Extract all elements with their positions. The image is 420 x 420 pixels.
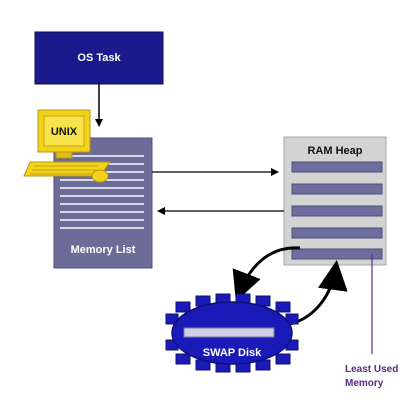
ram-slot-5 <box>291 248 383 260</box>
memory-list-label: Memory List <box>71 244 136 256</box>
os-task-box: OS Task <box>34 31 164 85</box>
swap-disk-slot <box>183 327 275 338</box>
os-task-label: OS Task <box>77 52 121 64</box>
least-used-label-line2: Memory <box>345 378 384 389</box>
ram-slot-1 <box>291 161 383 173</box>
ram-heap-box: RAM Heap <box>283 136 387 266</box>
swap-disk-label: SWAP Disk <box>203 347 262 359</box>
gear-icon: SWAP Disk <box>165 293 299 373</box>
ram-slot-4 <box>291 227 383 239</box>
ram-heap-to-swap-arrow <box>232 246 301 302</box>
ram-slot-3 <box>291 205 383 217</box>
computer-icon: UNIX <box>23 109 111 183</box>
least-used-label-line1: Least Used <box>345 364 398 375</box>
ram-slot-2 <box>291 183 383 195</box>
ram-heap-label: RAM Heap <box>307 145 362 157</box>
keyboard-keys <box>30 165 98 175</box>
unix-label: UNIX <box>51 126 78 138</box>
